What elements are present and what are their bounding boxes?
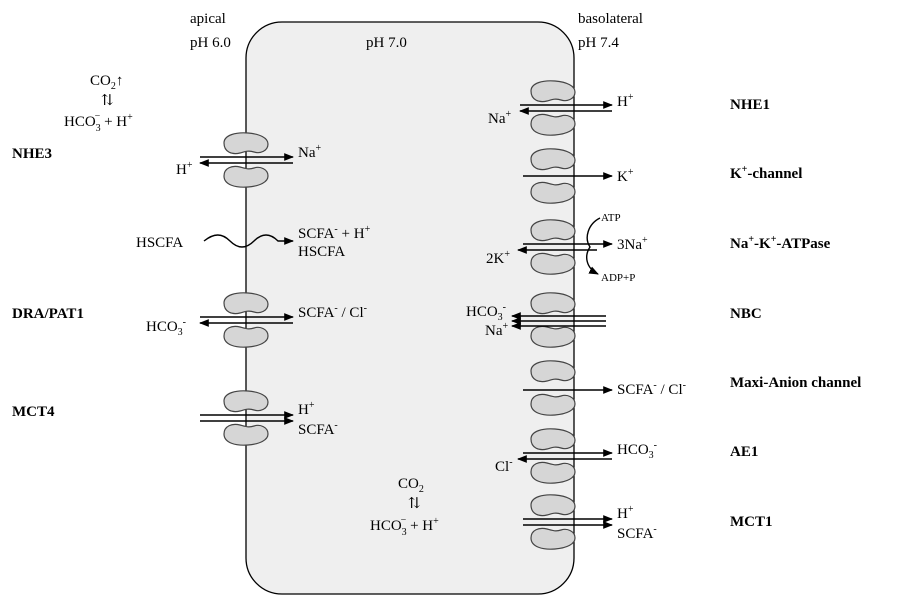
nbc-transporter: HCO3- Na+ — [466, 292, 606, 348]
luminal-equilibrium: CO2↑ ⇅ HCO3− + H+ — [64, 73, 133, 134]
ae1-hco3: HCO3- — [617, 440, 657, 461]
cell-eq-arrows: ⇅ — [408, 496, 421, 512]
label-k-channel: K+-channel — [730, 164, 802, 182]
basolateral-label: basolateral — [578, 11, 643, 27]
label-ae1: AE1 — [730, 444, 758, 460]
k-channel: K+ — [523, 148, 634, 204]
ae1-cl: Cl- — [495, 457, 513, 475]
mct4-transporter: H+ SCFA- — [200, 390, 338, 446]
label-nbc: NBC — [730, 306, 762, 322]
label-mct4: MCT4 — [12, 404, 55, 420]
atp-label: ATP — [601, 212, 621, 224]
hscfa-cellular: HSCFA — [298, 244, 345, 260]
label-na-k-atpase: Na+-K+-ATPase — [730, 234, 831, 252]
nhe1-h: H+ — [617, 92, 634, 110]
mct1-scfa: SCFA- — [617, 524, 657, 542]
nhe3-h: H+ — [176, 160, 193, 178]
label-dra-pat1: DRA/PAT1 — [12, 306, 84, 322]
svg-text:HCO3− + H+: HCO3− + H+ — [64, 111, 133, 134]
label-nhe3: NHE3 — [12, 146, 52, 162]
nbc-hco3: HCO3- — [466, 302, 506, 323]
svg-text:CO2: CO2 — [398, 476, 424, 495]
nhe1-transporter: H+ Na+ — [488, 80, 634, 136]
apical-label: apical — [190, 11, 226, 27]
dra-pat1-transporter: SCFA- / Cl- HCO3- — [146, 292, 367, 348]
mct4-h: H+ — [298, 400, 315, 418]
basolateral-ph: pH 7.4 — [578, 35, 619, 51]
hscfa-luminal: HSCFA — [136, 235, 183, 251]
three-na: 3Na+ — [617, 235, 648, 253]
label-mct1: MCT1 — [730, 514, 773, 530]
label-nhe1: NHE1 — [730, 97, 770, 113]
luminal-eq-arrows: ⇅ — [101, 93, 114, 109]
nhe1-na: Na+ — [488, 109, 512, 127]
maxi-anion-channel: SCFA- / Cl- — [523, 360, 686, 416]
scfa-plus-h: SCFA- + H+ — [298, 224, 371, 242]
svg-text:HCO3− + H+: HCO3− + H+ — [370, 515, 439, 538]
mct4-scfa: SCFA- — [298, 420, 338, 438]
na-k-atpase: ATP ADP+P 3Na+ 2K+ — [486, 212, 648, 284]
dra-hco3: HCO3- — [146, 317, 186, 338]
svg-text:CO2↑: CO2↑ — [90, 73, 123, 92]
nhe3-transporter: Na+ H+ — [176, 132, 322, 188]
nbc-na: Na+ — [485, 321, 509, 339]
two-k: 2K+ — [486, 249, 510, 267]
nhe3-na: Na+ — [298, 143, 322, 161]
maxi-scfa-cl: SCFA- / Cl- — [617, 380, 686, 398]
ae1-transporter: HCO3- Cl- — [495, 428, 657, 484]
cell-equilibrium: CO2 ⇅ HCO3− + H+ — [370, 476, 439, 538]
adp-label: ADP+P — [601, 272, 635, 284]
apical-ph: pH 6.0 — [190, 35, 231, 51]
dra-scfa-cl: SCFA- / Cl- — [298, 303, 367, 321]
hscfa-diffusion: HSCFA SCFA- + H+ HSCFA — [136, 224, 371, 260]
cell-ph: pH 7.0 — [366, 35, 407, 51]
k-out: K+ — [617, 167, 634, 185]
label-maxi-anion-channel: Maxi-Anion channel — [730, 375, 861, 391]
mct1-transporter: H+ SCFA- — [523, 494, 657, 550]
mct1-h: H+ — [617, 504, 634, 522]
